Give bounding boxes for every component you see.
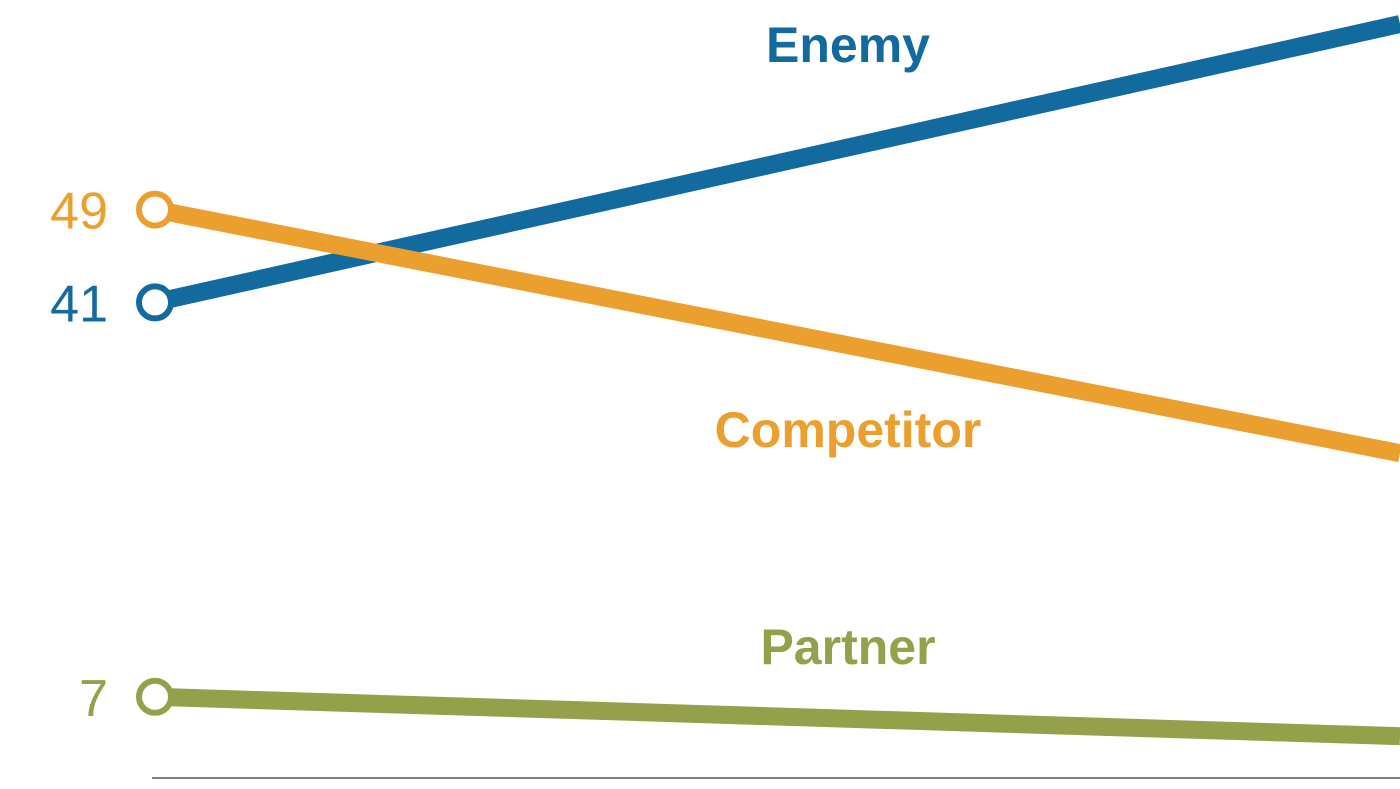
partner-start-marker xyxy=(136,677,174,716)
partner-line xyxy=(154,687,1400,746)
competitor-start-value-label: 49 xyxy=(50,183,108,241)
enemy-series-label: Enemy xyxy=(766,17,930,73)
competitor-line xyxy=(153,200,1400,463)
partner-series-label: Partner xyxy=(760,619,935,675)
partner-start-value-label: 7 xyxy=(79,670,108,728)
series-partner: 7 Partner xyxy=(79,619,1400,746)
competitor-series-label: Competitor xyxy=(715,402,982,458)
series-enemy: 41 Enemy xyxy=(50,15,1400,333)
competitor-start-marker xyxy=(136,190,174,229)
enemy-start-marker xyxy=(136,283,174,322)
enemy-start-value-label: 41 xyxy=(50,275,108,333)
